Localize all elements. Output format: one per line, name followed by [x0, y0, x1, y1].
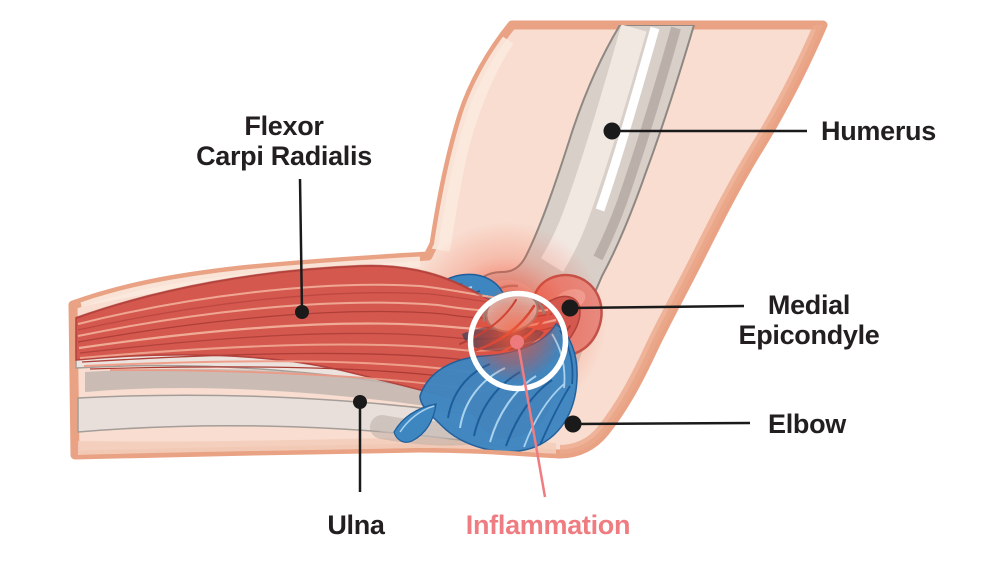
- label-flexor-carpi-radialis: Flexor Carpi Radialis: [196, 111, 372, 171]
- inflammation-hot-center: [466, 286, 562, 382]
- label-inflammation: Inflammation: [465, 510, 631, 540]
- highlight-circle: [467, 290, 569, 392]
- leader-humerus: [603, 122, 807, 140]
- label-ulna: Ulna: [327, 510, 385, 540]
- inflammation-point: [510, 335, 524, 349]
- label-medial-epicondyle: Medial Epicondyle: [738, 290, 880, 350]
- leader-elbow: [564, 415, 751, 433]
- leader-inflammation: [510, 335, 547, 498]
- leader-ulna: [353, 395, 367, 492]
- leader-medial-epicondyle: [561, 299, 745, 317]
- leader-flexor-carpi-radialis: [295, 178, 309, 319]
- label-elbow: Elbow: [768, 409, 846, 439]
- label-humerus: Humerus: [821, 116, 936, 146]
